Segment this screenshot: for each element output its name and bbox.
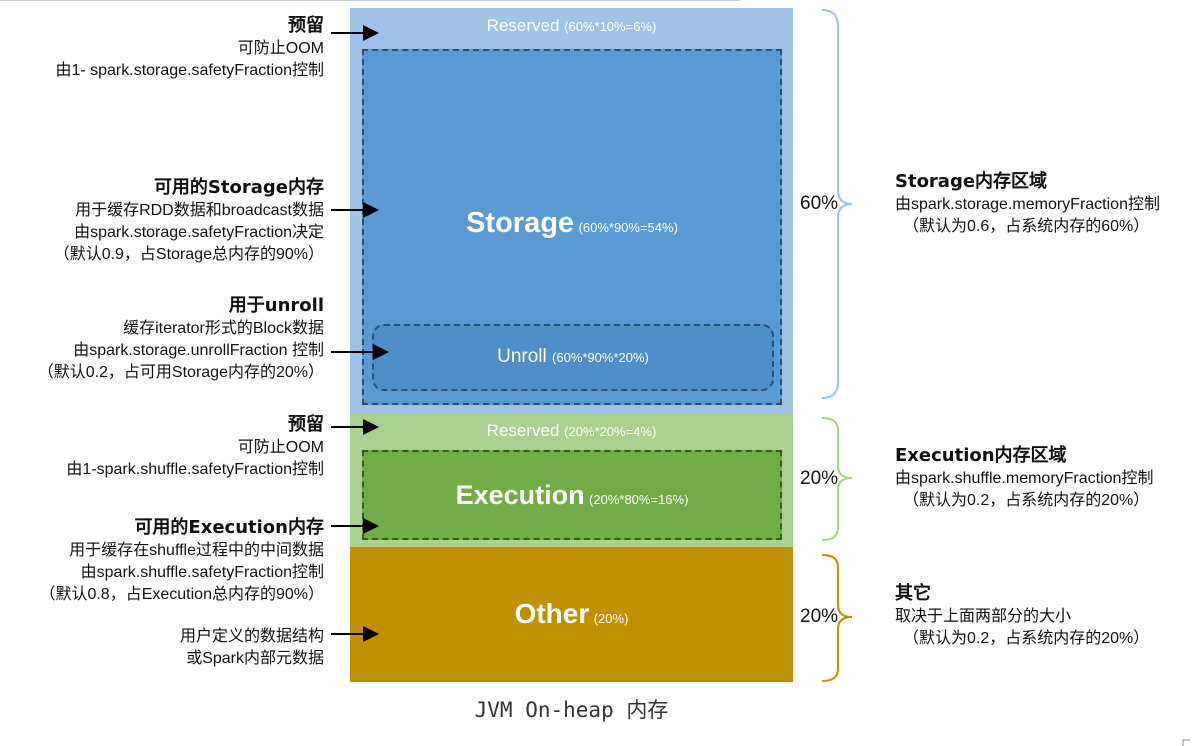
note-line: 可防止OOM: [237, 439, 324, 456]
corner-mark: [1182, 739, 1190, 746]
note-usable-storage: 可用的Storage内存 用于缓存RDD数据和broadcast数据 由spar…: [54, 176, 324, 266]
unroll-title: Unroll: [497, 346, 547, 367]
note-title: Execution内存区域: [895, 445, 1067, 466]
note-title: Storage内存区域: [895, 171, 1048, 192]
note-other-region: 其它 取决于上面两部分的大小 （默认为0.2，占系统内存的20%）: [895, 582, 1149, 650]
note-execution-region: Execution内存区域 由spark.shuffle.memoryFract…: [895, 444, 1153, 512]
brace-other: [821, 554, 853, 682]
note-title: 可用的Execution内存: [134, 517, 324, 538]
note-title: 预留: [288, 414, 324, 435]
note-unroll: 用于unroll 缓存iterator形式的Block数据 由spark.sto…: [38, 294, 324, 384]
other-pct: (20%): [593, 611, 629, 626]
note-title: 其它: [895, 583, 931, 604]
execution-usable-block: [362, 450, 782, 540]
note-line: （默认0.8，占Execution总内存的90%）: [39, 586, 324, 603]
unroll-pct: (60%*90%*20%): [552, 350, 649, 365]
note-line: （默认0.9，占Storage总内存的90%）: [53, 246, 324, 263]
other-title: Other: [514, 598, 590, 629]
note-line: 由spark.shuffle.safetyFraction控制: [80, 564, 324, 581]
note-line: 由spark.shuffle.memoryFraction控制: [895, 470, 1154, 487]
note-line: 缓存iterator形式的Block数据: [123, 320, 324, 337]
unroll-label: Unroll (60%*90%*20%): [372, 346, 774, 368]
unroll-block: [372, 324, 774, 391]
note-title: 可用的Storage内存: [153, 177, 324, 198]
note-line: 由spark.storage.safetyFraction决定: [74, 224, 324, 241]
brace-execution: [821, 417, 853, 541]
note-line: 取决于上面两部分的大小: [895, 608, 1072, 625]
storage-title: Storage: [466, 207, 575, 239]
note-line: 由spark.storage.unrollFraction 控制: [73, 342, 324, 359]
note-line: 用于缓存在shuffle过程中的中间数据: [69, 542, 324, 559]
execution-percentage: 20%: [800, 468, 839, 489]
note-title: 用于unroll: [228, 295, 324, 316]
brace-storage: [821, 9, 853, 399]
storage-percentage: 60%: [800, 193, 839, 214]
note-title: 预留: [288, 15, 324, 36]
reserved-exec-pct: (20%*20%=4%): [564, 424, 657, 439]
reserved-storage-pct: (60%*10%=6%): [564, 19, 657, 34]
note-other: 用户定义的数据结构 或Spark内部元数据: [180, 626, 324, 670]
note-line: （默认为0.2，占系统内存的20%）: [903, 630, 1150, 647]
execution-title: Execution: [455, 480, 585, 510]
other-label: Other (20%): [350, 598, 793, 630]
execution-pct: (20%*80%=16%): [589, 492, 689, 507]
note-reserved-storage: 预留 可防止OOM 由1- spark.storage.safetyFracti…: [55, 14, 324, 82]
other-block: [350, 547, 793, 682]
note-line: 用于缓存RDD数据和broadcast数据: [75, 202, 324, 219]
note-line: 由spark.storage.memoryFraction控制: [895, 196, 1160, 213]
storage-pct: (60%*90%=54%): [578, 220, 678, 235]
reserved-exec-title: Reserved: [486, 421, 560, 440]
note-line: 由1-spark.shuffle.safetyFraction控制: [66, 461, 324, 478]
note-reserved-exec: 预留 可防止OOM 由1-spark.shuffle.safetyFractio…: [66, 413, 324, 481]
storage-label: Storage (60%*90%=54%): [362, 207, 782, 240]
reserved-storage-title: Reserved: [486, 16, 560, 35]
note-line: 由1- spark.storage.safetyFraction控制: [55, 62, 324, 79]
reserved-exec-label: Reserved (20%*20%=4%): [350, 421, 793, 441]
other-percentage: 20%: [800, 606, 839, 627]
note-line: 用户定义的数据结构: [179, 628, 324, 645]
note-line: （默认0.2，占可用Storage内存的20%）: [37, 364, 324, 381]
note-storage-region: Storage内存区域 由spark.storage.memoryFractio…: [895, 170, 1160, 238]
execution-label: Execution (20%*80%=16%): [362, 480, 782, 511]
reserved-storage-label: Reserved (60%*10%=6%): [350, 16, 793, 36]
note-usable-execution: 可用的Execution内存 用于缓存在shuffle过程中的中间数据 由spa…: [39, 516, 324, 606]
note-line: （默认为0.2，占系统内存的20%）: [903, 492, 1150, 509]
note-line: 可防止OOM: [237, 40, 324, 57]
diagram-caption: JVM On-heap 内存: [474, 698, 669, 722]
note-line: 或Spark内部元数据: [186, 650, 324, 667]
note-line: （默认为0.6，占系统内存的60%）: [903, 218, 1150, 235]
top-divider: [0, 0, 740, 1]
